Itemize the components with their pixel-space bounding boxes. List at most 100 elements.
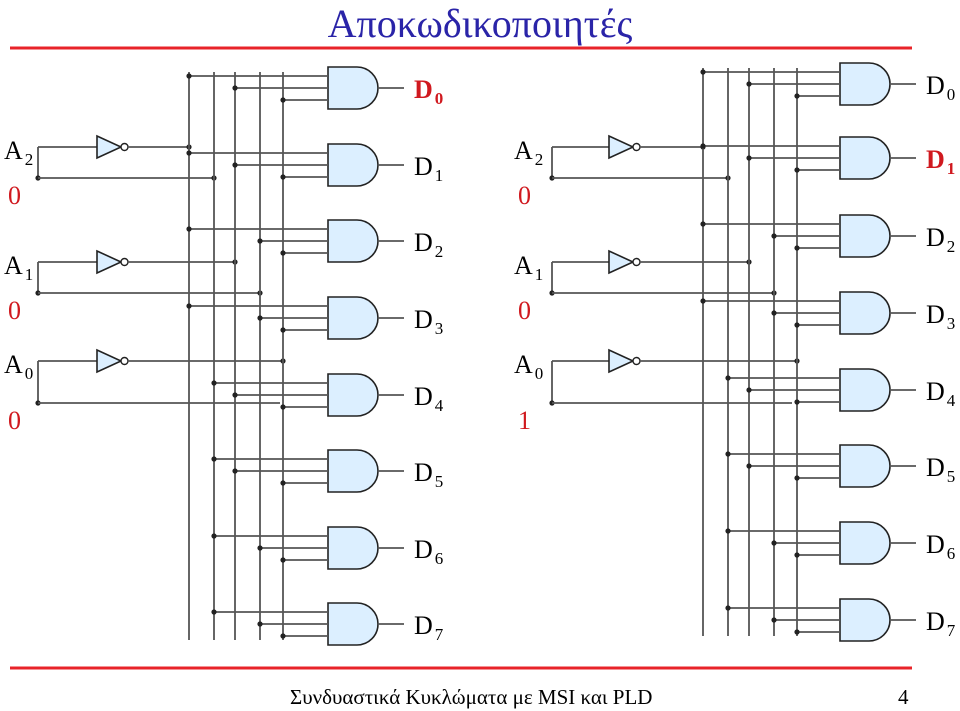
junction-dot [232, 468, 238, 474]
junction-dot [794, 322, 800, 328]
and-gate [839, 62, 891, 106]
and-gate [839, 598, 891, 642]
junction-dot [186, 150, 192, 156]
inverter-bubble [632, 142, 641, 152]
junction-dot [280, 250, 286, 256]
junction-dot [232, 392, 238, 398]
and-gate [839, 521, 891, 565]
junction-dot [725, 605, 731, 611]
inverter-gate [608, 134, 635, 160]
input-value: 0 [8, 406, 21, 435]
junction-dot [794, 475, 800, 481]
junction-dot [186, 73, 192, 79]
junction-dot [746, 463, 752, 469]
junction-dot [280, 557, 286, 563]
footer-title: Συνδυαστικά Κυκλώματα με MSI και PLD [290, 685, 653, 709]
junction-dot [280, 404, 286, 410]
inverter-gate [96, 134, 123, 160]
junction-dot [232, 162, 238, 168]
inverter-bubble [120, 257, 129, 267]
junction-dot [771, 540, 777, 546]
inverter-gate [96, 348, 123, 374]
junction-dot [211, 380, 217, 386]
and-gate [839, 368, 891, 412]
junction-dot [746, 81, 752, 87]
junction-dot [257, 621, 263, 627]
and-gate [327, 373, 379, 417]
and-gate [327, 66, 379, 110]
page-number: 4 [898, 685, 909, 709]
junction-dot [794, 245, 800, 251]
junction-dot [700, 298, 706, 304]
junction-dot [232, 85, 238, 91]
and-gate [327, 449, 379, 493]
and-gate [327, 526, 379, 570]
junction-dot [280, 97, 286, 103]
and-gate [839, 136, 891, 180]
junction-dot [794, 167, 800, 173]
junction-dot [771, 310, 777, 316]
junction-dot [186, 303, 192, 309]
and-gate [327, 219, 379, 263]
junction-dot [700, 143, 706, 149]
inverter-gate [96, 249, 123, 275]
junction-dot [280, 633, 286, 639]
junction-dot [746, 155, 752, 161]
junction-dot [700, 69, 706, 75]
and-gate [839, 214, 891, 258]
input-value: 1 [518, 406, 531, 435]
and-gate [327, 143, 379, 187]
junction-dot [700, 221, 706, 227]
junction-dot [211, 456, 217, 462]
junction-dot [280, 327, 286, 333]
input-value: 0 [518, 181, 531, 210]
inverter-bubble [632, 257, 641, 267]
junction-dot [257, 315, 263, 321]
junction-dot [186, 226, 192, 232]
input-value: 0 [8, 296, 21, 325]
junction-dot [725, 451, 731, 457]
input-value: 0 [8, 181, 21, 210]
inverter-bubble [120, 142, 129, 152]
inverter-bubble [632, 356, 641, 366]
junction-dot [771, 233, 777, 239]
junction-dot [794, 399, 800, 405]
junction-dot [725, 375, 731, 381]
and-gate [327, 602, 379, 646]
junction-dot [211, 609, 217, 615]
inverter-gate [608, 249, 635, 275]
junction-dot [211, 533, 217, 539]
and-gate [839, 444, 891, 488]
junction-dot [280, 174, 286, 180]
and-gate [327, 296, 379, 340]
junction-dot [257, 545, 263, 551]
inverter-gate [608, 348, 635, 374]
input-value: 0 [518, 296, 531, 325]
and-gate [839, 291, 891, 335]
junction-dot [771, 617, 777, 623]
junction-dot [280, 480, 286, 486]
junction-dot [257, 238, 263, 244]
junction-dot [794, 93, 800, 99]
junction-dot [794, 629, 800, 635]
